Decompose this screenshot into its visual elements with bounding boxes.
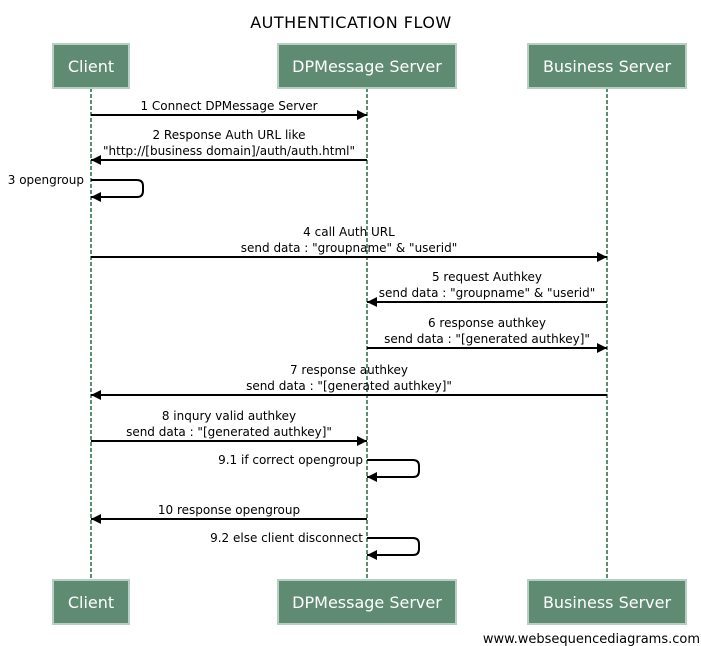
participant-box bbox=[52, 579, 130, 625]
participant-label: Client bbox=[68, 593, 114, 612]
message-2: 2 Response Auth URL like "http://[busines… bbox=[91, 128, 367, 165]
message-4: 4 call Auth URL send data : "groupname" &… bbox=[91, 225, 607, 262]
message-label: "http://[business domain]/auth/auth.html… bbox=[103, 144, 355, 158]
participant-box bbox=[527, 43, 687, 89]
message-label: 9.1 if correct opengroup bbox=[218, 453, 363, 467]
participant-box bbox=[527, 579, 687, 625]
message-11: 9.2 else client disconnect bbox=[210, 531, 420, 560]
message-7: 7 response authkey send data : "[generate… bbox=[91, 363, 607, 400]
watermark-text: www.websequencediagrams.com bbox=[483, 632, 700, 646]
participant-box bbox=[52, 43, 130, 89]
message-9: 9.1 if correct opengroup bbox=[218, 453, 420, 482]
participant-business-server-top: Business Server bbox=[527, 43, 687, 89]
message-1: 1 Connect DPMessage Server bbox=[91, 99, 367, 120]
self-message-arrow bbox=[367, 537, 420, 560]
participant-box bbox=[277, 579, 457, 625]
participant-box bbox=[277, 43, 457, 89]
message-label: 9.2 else client disconnect bbox=[210, 531, 363, 545]
message-label: send data : "[generated authkey]" bbox=[384, 332, 590, 346]
message-10: 10 response opengroup bbox=[91, 503, 367, 524]
participant-dpmessage-server-bottom: DPMessage Server bbox=[277, 579, 457, 625]
message-label: 7 response authkey bbox=[290, 363, 408, 377]
participant-client-top: Client bbox=[52, 43, 130, 89]
diagram-title: AUTHENTICATION FLOW bbox=[250, 13, 452, 32]
message-label: send data : "groupname" & "userid" bbox=[241, 241, 457, 255]
self-message-arrow bbox=[367, 459, 420, 482]
message-label: send data : "[generated authkey]" bbox=[126, 425, 332, 439]
participant-dpmessage-server-top: DPMessage Server bbox=[277, 43, 457, 89]
participant-label: DPMessage Server bbox=[292, 593, 442, 612]
participant-label: Business Server bbox=[543, 57, 672, 76]
message-label: 8 inqury valid authkey bbox=[162, 409, 296, 423]
participant-label: DPMessage Server bbox=[292, 57, 442, 76]
message-label: send data : "[generated authkey]" bbox=[246, 379, 452, 393]
message-label: 2 Response Auth URL like bbox=[152, 128, 305, 142]
message-label: 6 response authkey bbox=[428, 316, 546, 330]
message-label: 4 call Auth URL bbox=[303, 225, 395, 239]
message-label: 3 opengroup bbox=[8, 173, 84, 187]
message-label: 10 response opengroup bbox=[158, 503, 300, 517]
message-label: send data : "groupname" & "userid" bbox=[379, 286, 595, 300]
participant-client-bottom: Client bbox=[52, 579, 130, 625]
message-5: 5 request Authkey send data : "groupname"… bbox=[367, 270, 607, 307]
message-label: 1 Connect DPMessage Server bbox=[140, 99, 317, 113]
message-6: 6 response authkey send data : "[generate… bbox=[367, 316, 607, 353]
participant-label: Business Server bbox=[543, 593, 672, 612]
participant-business-server-bottom: Business Server bbox=[527, 579, 687, 625]
message-label: 5 request Authkey bbox=[432, 270, 542, 284]
participant-label: Client bbox=[68, 57, 114, 76]
message-3: 3 opengroup bbox=[8, 173, 144, 202]
message-8: 8 inqury valid authkey send data : "[gene… bbox=[91, 409, 367, 446]
self-message-arrow bbox=[91, 179, 144, 202]
